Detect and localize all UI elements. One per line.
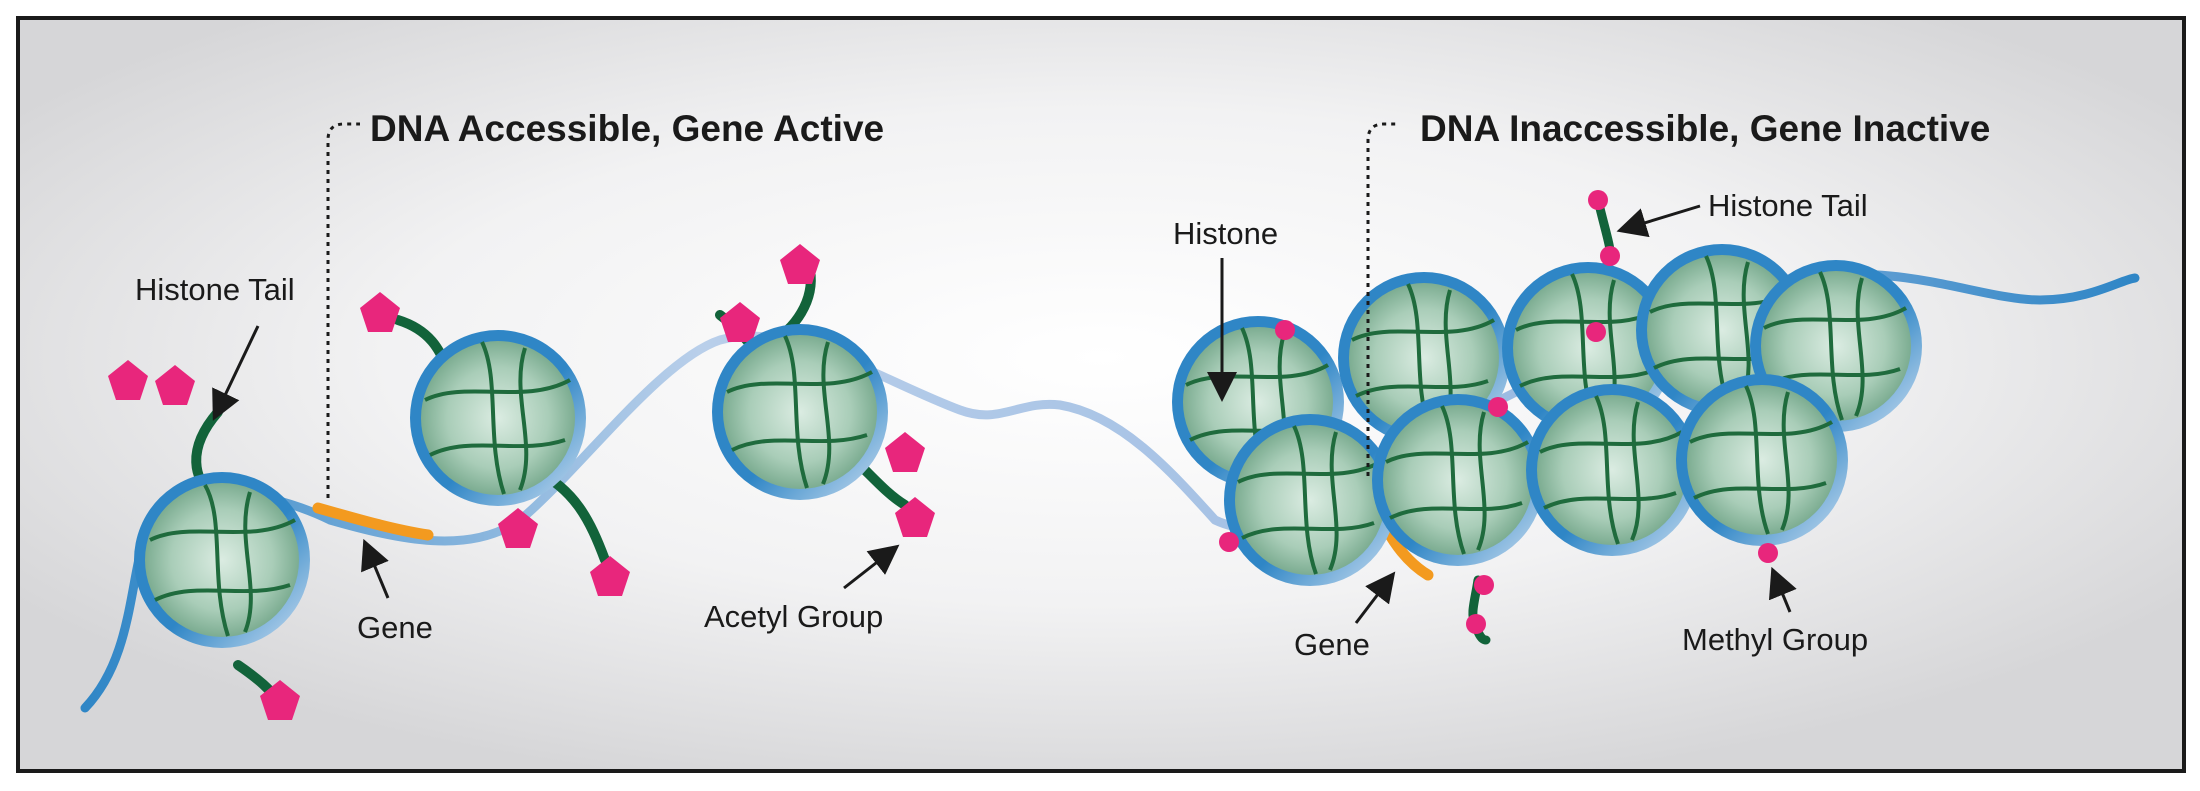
gene-segment-left xyxy=(312,502,434,541)
heading-dna-accessible: DNA Accessible, Gene Active xyxy=(370,108,884,149)
histone-left-2 xyxy=(410,330,586,506)
leader-left xyxy=(326,122,360,498)
label-gene-right: Gene xyxy=(1294,627,1370,662)
methyl-groups xyxy=(1219,190,1778,634)
leader-right xyxy=(1366,122,1400,476)
label-histone-tail-right: Histone Tail xyxy=(1708,188,1868,223)
acetyl-groups xyxy=(108,244,935,720)
label-methyl-group: Methyl Group xyxy=(1682,622,1868,657)
label-acetyl-group: Acetyl Group xyxy=(704,599,883,634)
diagram-frame xyxy=(16,16,2186,773)
heading-dna-inaccessible: DNA Inaccessible, Gene Inactive xyxy=(1420,108,1990,149)
label-histone: Histone xyxy=(1173,216,1278,251)
label-arrows xyxy=(212,204,1797,624)
label-histone-tail-left: Histone Tail xyxy=(135,272,295,307)
histone-cluster-right xyxy=(1172,244,1922,586)
histone-left-3 xyxy=(712,324,888,500)
label-gene-left: Gene xyxy=(357,610,433,645)
histone-left-1 xyxy=(134,472,310,648)
